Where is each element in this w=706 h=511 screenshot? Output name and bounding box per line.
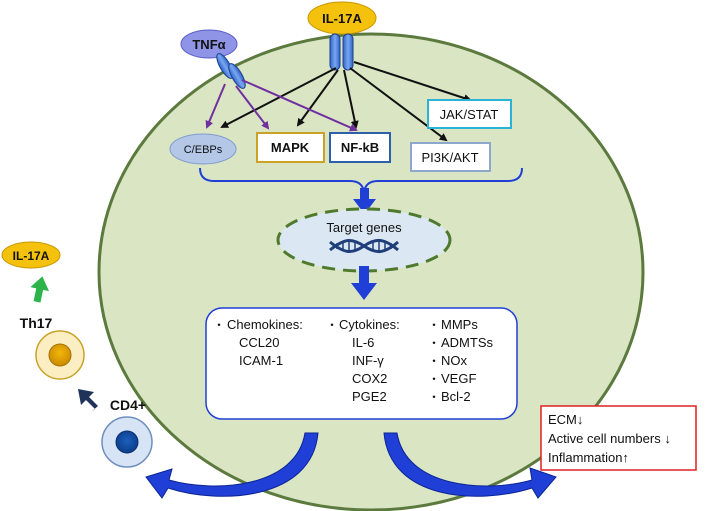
effect-line: Active cell numbers ↓ [548,431,671,446]
other-item: Bcl-2 [441,389,471,404]
bullet-chemokines: ・ [213,318,225,332]
jakstat-label: JAK/STAT [440,107,499,122]
other-item: VEGF [441,371,476,386]
nucleus-label: Target genes [326,220,402,235]
tnf-label: TNFα [192,37,225,52]
chemokine-item: CCL20 [239,335,279,350]
th17-label: Th17 [20,315,53,331]
other-item: ADMTSs [441,335,494,350]
curved-arrow-left [145,432,319,499]
other-item: NOx [441,353,468,368]
cytokines-title: Cytokines: [339,317,400,332]
bullet-nox: ・ [428,354,440,368]
chemokines-title: Chemokines: [227,317,303,332]
effect-line: ECM↓ [548,412,583,427]
il17a-top-label: IL-17A [322,11,362,26]
tnf-ligand [180,29,238,59]
pi3k-box [410,142,491,172]
il17a-left-ligand [1,241,61,269]
cytokine-item: INF-γ [352,353,384,368]
il17a-left-label: IL-17A [13,249,50,263]
nucleus [276,207,452,273]
tnf-receptor [216,53,246,89]
dark-arrow-up [78,389,98,412]
il17a-receptor [329,33,354,71]
curved-arrow-right [383,432,557,499]
bullet-mmps: ・ [428,318,440,332]
cytokine-item: COX2 [352,371,387,386]
gene-products-box [205,307,518,420]
bullet-admtss: ・ [428,336,440,350]
cebps-node [169,133,237,165]
arrow-to-genes [351,266,377,300]
cd4-nucleus [115,430,139,454]
nfkb-box [329,132,391,163]
nfkb-label: NF-kB [341,140,379,155]
bullet-bcl2: ・ [428,390,440,404]
il17a-ligand [307,1,377,35]
arrow-to-nucleus [353,188,376,214]
chemokine-item: ICAM-1 [239,353,283,368]
other-item: MMPs [441,317,478,332]
pi3k-label: PI3K/AKT [421,150,478,165]
green-arrow-up [30,276,49,303]
effect-line: Inflammation↑ [548,450,629,465]
cd4-label: CD4+ [110,397,146,413]
jakstat-box [427,99,512,129]
effects-box [540,405,697,471]
tnf-signal-arrows [205,79,358,132]
cytokine-item: PGE2 [352,389,387,404]
bullet-cytokines: ・ [326,318,338,332]
cebps-label: C/EBPs [184,144,223,156]
mapk-box [256,132,325,163]
mapk-label: MAPK [271,140,310,155]
th17-nucleus [48,343,72,367]
bullet-vegf: ・ [428,372,440,386]
cytokine-item: IL-6 [352,335,374,350]
dna-icon [329,239,399,253]
